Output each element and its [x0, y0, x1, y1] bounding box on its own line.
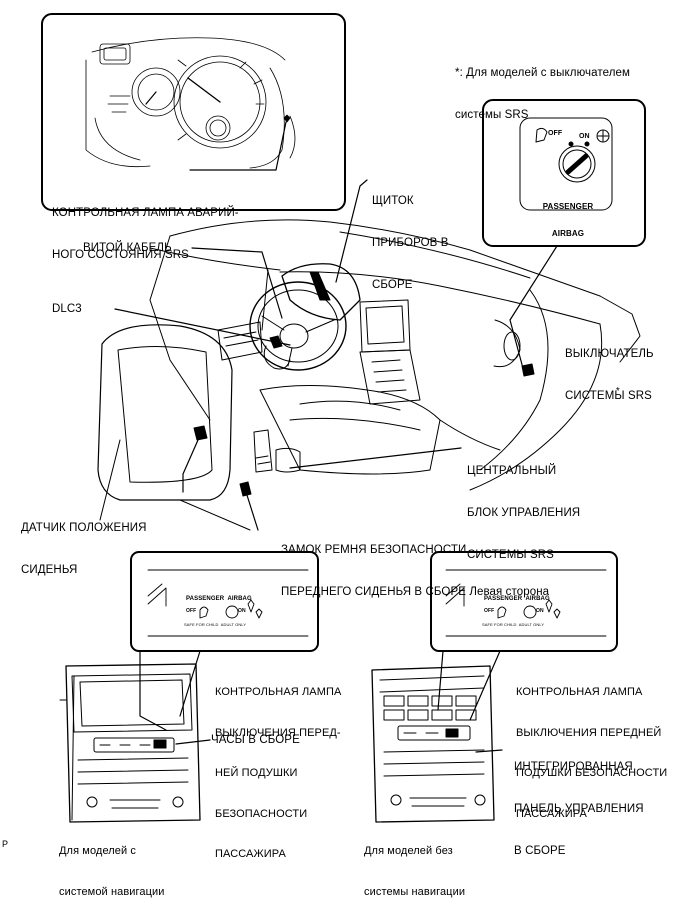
- indicator-on-nav: ON: [238, 608, 246, 614]
- caption-without-nav: Для моделей без системы навигации: [364, 818, 465, 913]
- label-line: ВЫКЛЮЧЕНИЯ ПЕРЕД-: [215, 726, 341, 739]
- caption-with-nav: Для моделей с системой навигации: [59, 818, 165, 913]
- indicator-off-nonav: OFF: [484, 608, 495, 614]
- indicator-sub-nav: SAFE FOR CHILD ADULT ONLY: [184, 622, 247, 627]
- leader-lines: [114, 179, 462, 531]
- switch-passenger-airbag-text: PASSENGER AIRBAG: [536, 184, 600, 247]
- label-line: СИСТЕМЫ SRS: [467, 549, 554, 561]
- center-airbag-sensor-label: ЦЕНТРАЛЬНЫЙ БЛОК УПРАВЛЕНИЯ СИСТЕМЫ SRS: [467, 436, 580, 576]
- label-line: ИНТЕГРИРОВАННАЯ: [514, 761, 633, 773]
- label-line: ДАТЧИК ПОЛОЖЕНИЯ: [21, 522, 147, 534]
- indicator-title-nonav: PASSENGER AIRBAG: [484, 596, 550, 602]
- label-line: БЛОК УПРАВЛЕНИЯ: [467, 507, 581, 519]
- srs-component-location-diagram: [41, 13, 646, 823]
- vehicle-interior-drawing: [97, 219, 641, 531]
- clock-label: ЧАСЫ В СБОРЕ: [211, 734, 300, 746]
- side-note: Левая сторона: [469, 586, 550, 598]
- label-line: ПРИБОРОВ В: [372, 237, 449, 249]
- indicator-on-nonav: ON: [536, 608, 544, 614]
- seat-position-sensor-label: ДАТЧИК ПОЛОЖЕНИЯ СИДЕНЬЯ: [21, 493, 147, 591]
- switch-on-text: ON: [579, 133, 590, 140]
- label-line: СИДЕНЬЯ: [21, 564, 78, 576]
- srs-switch-callout-leader: [509, 245, 558, 373]
- label-line: НЕЙ ПОДУШКИ: [215, 767, 298, 779]
- switch-text-line: PASSENGER: [542, 202, 594, 211]
- label-line: ПАНЕЛЬ УПРАВЛЕНИЯ: [514, 803, 644, 815]
- nonav-control-panel: [371, 665, 503, 823]
- label-line: КОНТРОЛЬНАЯ ЛАМПА: [516, 686, 643, 698]
- label-line: ПОДУШКИ БЕЗОПАСНОСТИ: [516, 767, 668, 779]
- label-line: В СБОРЕ: [514, 845, 566, 857]
- label-line: КОНТРОЛЬНАЯ ЛАМПА: [215, 686, 342, 698]
- switch-text-line: AIRBAG: [551, 229, 585, 238]
- caption-line: Для моделей с: [59, 845, 137, 857]
- integrated-panel-label: ИНТЕГРИРОВАННАЯ ПАНЕЛЬ УПРАВЛЕНИЯ В СБОР…: [514, 732, 644, 872]
- label-line: БЕЗОПАСНОСТИ: [215, 807, 308, 820]
- airbag-off-lamp-nonav-label: КОНТРОЛЬНАЯ ЛАМПА ВЫКЛЮЧЕНИЯ ПЕРЕДНЕЙ ПО…: [516, 659, 667, 835]
- label-line: ПАССАЖИРА: [215, 848, 286, 860]
- nav-indicator-callout: [130, 551, 319, 731]
- label-line: СИСТЕМЫ SRS*: [565, 386, 652, 402]
- label-line: ЩИТОК: [372, 195, 414, 207]
- srs-warning-lamp-label: КОНТРОЛЬНАЯ ЛАМПА АВАРИЙ- НОГО СОСТОЯНИЯ…: [52, 178, 239, 276]
- indicator-off-nav: OFF: [186, 608, 197, 614]
- caption-line: Для моделей без: [364, 845, 453, 857]
- label-line: СБОРЕ: [372, 279, 413, 291]
- label-line: ЗАМОК РЕМНЯ БЕЗОПАСНОСТИ: [281, 544, 467, 556]
- label-line: ВЫКЛЮЧАТЕЛЬ: [565, 348, 654, 360]
- label-line: ПАССАЖИРА: [516, 807, 587, 820]
- caption-line: системой навигации: [59, 885, 165, 898]
- airbag-off-lamp-nav-label: КОНТРОЛЬНАЯ ЛАМПА ВЫКЛЮЧЕНИЯ ПЕРЕД- НЕЙ …: [215, 659, 341, 875]
- nonav-indicator-callout: [430, 551, 618, 721]
- label-line: КОНТРОЛЬНАЯ ЛАМПА АВАРИЙ-: [52, 207, 239, 219]
- label-line: НОГО СОСТОЯНИЯ SRS: [52, 249, 189, 261]
- note-line-1: *: Для моделей с выключателем: [455, 67, 631, 79]
- caption-line: системы навигации: [364, 885, 466, 898]
- combination-meter-label: ЩИТОК ПРИБОРОВ В СБОРЕ: [372, 166, 448, 306]
- indicator-sub-nonav: SAFE FOR CHILD ADULT ONLY: [482, 622, 545, 627]
- label-line: ВЫКЛЮЧЕНИЯ ПЕРЕДНЕЙ: [516, 726, 662, 739]
- nav-audio-unit: [59, 663, 211, 823]
- indicator-title-nav: PASSENGER AIRBAG: [186, 596, 252, 602]
- combination-meter-callout: [41, 13, 346, 211]
- label-line: ПЕРЕДНЕГО СИДЕНЬЯ В СБОРЕ Левая сторона: [281, 586, 550, 598]
- switch-off-text: OFF: [548, 130, 563, 137]
- spiral-cable-label: ВИТОЙ КАБЕЛЬ: [83, 242, 172, 254]
- srs-switch-callout: [482, 99, 646, 247]
- label-line: ЦЕНТРАЛЬНЫЙ: [467, 465, 557, 477]
- srs-switch-label: ВЫКЛЮЧАТЕЛЬ СИСТЕМЫ SRS*: [565, 319, 656, 418]
- srs-switch-note: *: Для моделей с выключателем системы SR…: [455, 38, 630, 136]
- buckle-switch-label: ЗАМОК РЕМНЯ БЕЗОПАСНОСТИ ПЕРЕДНЕГО СИДЕН…: [281, 515, 549, 613]
- footer-mark: P: [2, 839, 9, 849]
- note-line-2: системы SRS: [455, 109, 529, 121]
- dlc3-label: DLC3: [52, 303, 82, 315]
